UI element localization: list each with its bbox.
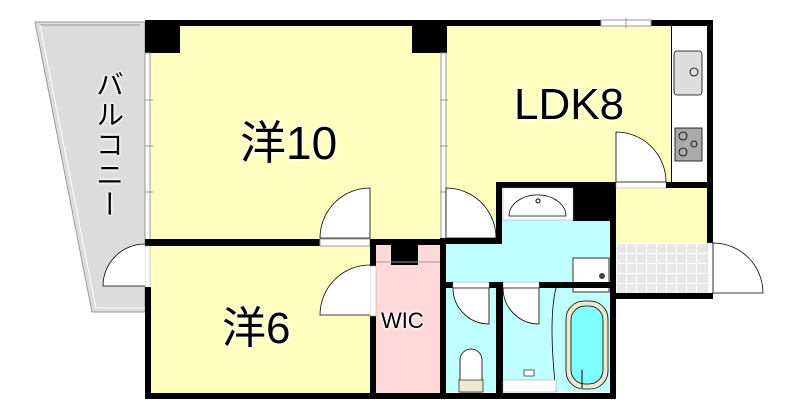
hallway bbox=[616, 188, 708, 243]
room-western-10 bbox=[148, 26, 442, 240]
label-western-6: 洋6 bbox=[222, 304, 291, 353]
label-ldk: LDK8 bbox=[514, 80, 625, 129]
room-wic bbox=[376, 245, 440, 393]
label-wic: WIC bbox=[381, 308, 424, 333]
room-western-6 bbox=[150, 245, 372, 393]
label-western-10: 洋10 bbox=[240, 117, 338, 169]
entrance bbox=[616, 243, 708, 295]
label-balcony: バルコニー bbox=[93, 70, 124, 220]
